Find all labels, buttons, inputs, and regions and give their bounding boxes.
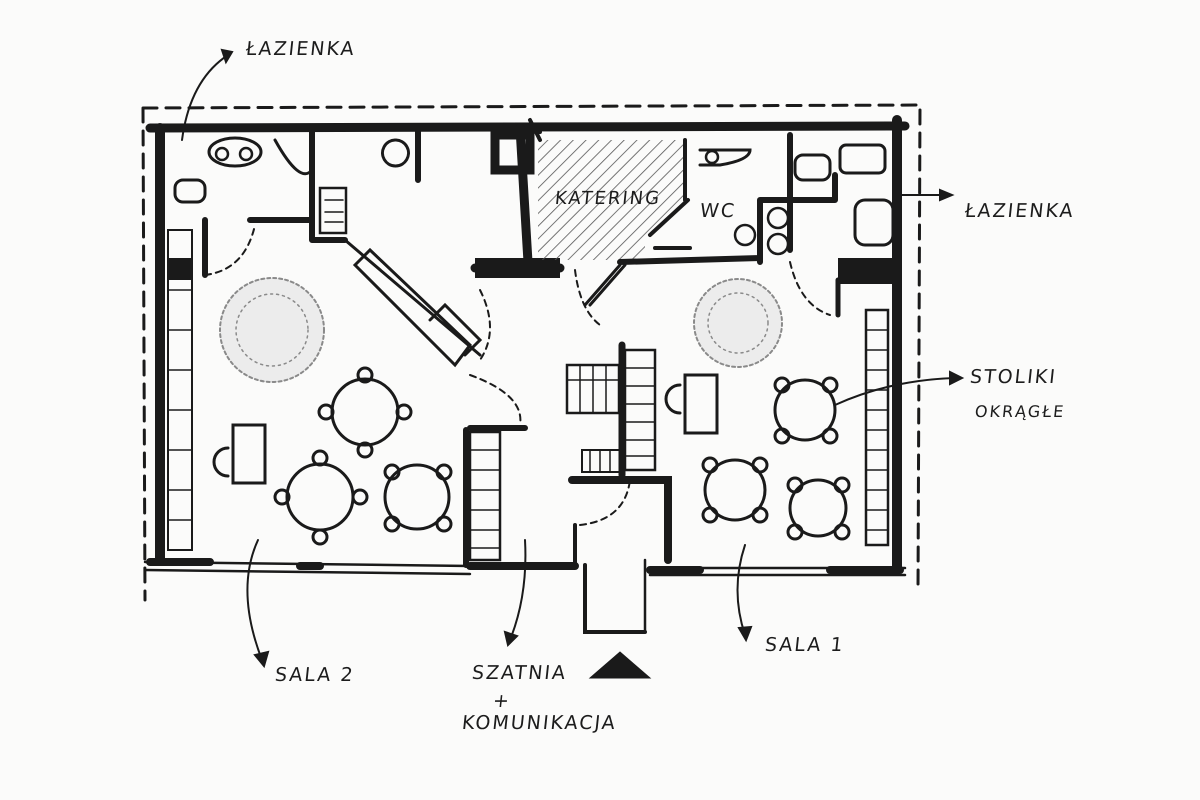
- entrance-arrow-icon: [588, 651, 652, 679]
- round-table: [701, 456, 769, 524]
- label-hall-2: SALA 2: [273, 664, 356, 686]
- label-bathroom-right: ŁAZIENKA: [963, 200, 1076, 222]
- label-cloakroom-line2: KOMUNIKACJA: [460, 712, 618, 734]
- round-table: [383, 463, 453, 533]
- label-wc: WC: [698, 200, 738, 222]
- label-round-tables-line2: OKRĄGŁE: [974, 402, 1067, 421]
- round-table: [273, 449, 369, 546]
- site-outline-dashed: [141, 103, 922, 602]
- round-table: [317, 366, 413, 459]
- round-tables: [273, 366, 851, 546]
- round-table: [773, 376, 839, 445]
- catering-hatch: [538, 140, 685, 260]
- outer-wall-top: [145, 121, 910, 133]
- label-bathroom-top: ŁAZIENKA: [244, 38, 357, 60]
- annotation-arrows: [181, 48, 965, 669]
- square-table-left: [231, 423, 267, 485]
- square-table-right: [683, 373, 719, 435]
- label-hall-1: SALA 1: [763, 634, 846, 656]
- plant-left: [219, 277, 325, 383]
- round-table: [786, 476, 851, 541]
- left-radiator: [167, 229, 193, 551]
- label-cloakroom-line1: SZATNIA: [470, 662, 569, 684]
- plant-right: [693, 278, 783, 368]
- label-catering: KATERING: [553, 188, 663, 209]
- entrance-walls: [573, 523, 647, 634]
- right-radiator: [864, 308, 890, 547]
- wall-segments-bottom: [146, 558, 904, 574]
- bathroom-left-walls: [202, 127, 421, 278]
- wc-walls: [617, 132, 838, 265]
- label-plus: +: [491, 690, 513, 712]
- label-round-tables-line1: STOLIKI: [968, 366, 1059, 388]
- diagonal-counter: [343, 238, 483, 368]
